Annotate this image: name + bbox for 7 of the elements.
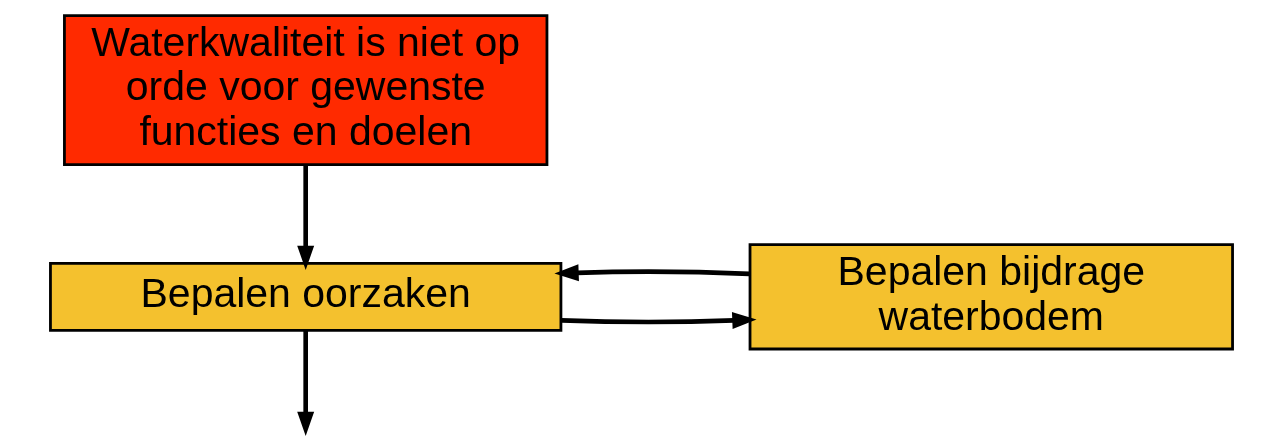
arrow (560, 312, 757, 329)
arrow (296, 330, 314, 436)
arrow (553, 264, 750, 282)
node-box: Bepalen oorzaken (48, 261, 562, 332)
node-box: Bepalen bijdrage waterbodem (748, 243, 1234, 351)
node-box: Waterkwaliteit is niet op orde voor gewenste functies en doelen (62, 14, 548, 166)
arrow (296, 164, 314, 270)
